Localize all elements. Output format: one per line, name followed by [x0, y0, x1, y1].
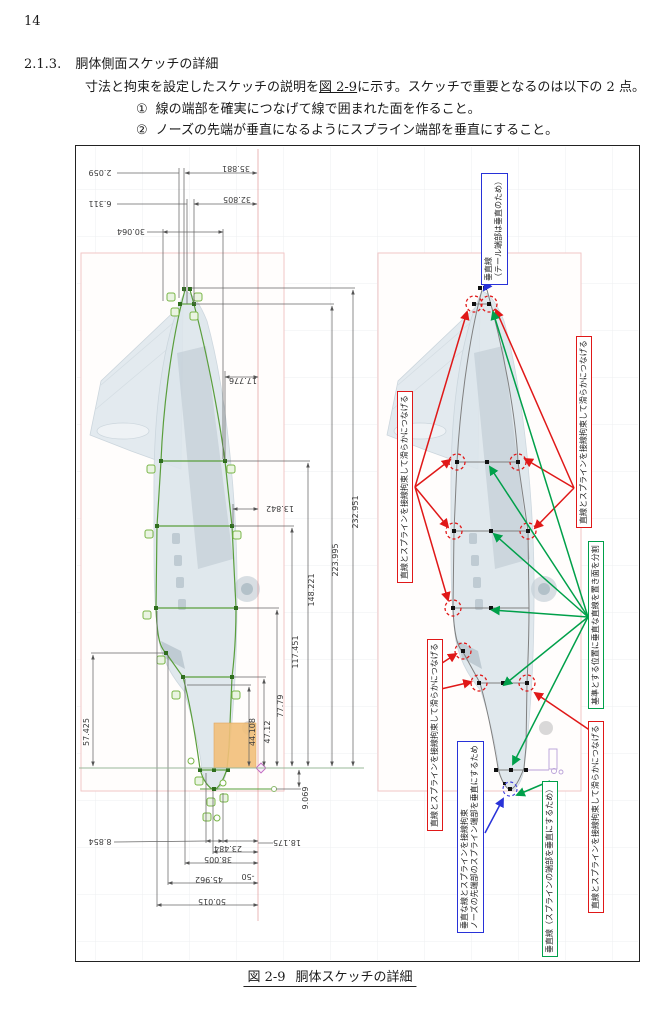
dim-label: 18.175	[273, 838, 301, 847]
dim-label: 45.962	[195, 875, 223, 884]
figure-reference-link[interactable]: 図 2-9	[319, 80, 358, 95]
emphasis-circles	[444, 295, 537, 692]
dim-label: 223.995	[331, 543, 340, 577]
dim-label: 13.842	[266, 504, 294, 513]
figure-caption-ref: 図 2-9	[247, 970, 286, 985]
dim-label: 17.776	[229, 376, 257, 385]
open-endpoint[interactable]	[271, 786, 277, 792]
green-arrows	[488, 310, 589, 797]
nose-construction	[528, 748, 564, 775]
dim-label: 35.881	[222, 164, 250, 173]
callout-reference-split: 基準とする位置に垂直な直線を置き面を分割	[588, 541, 605, 709]
dim-label: 47.12	[263, 720, 272, 744]
dim-label: 9.069	[301, 786, 310, 810]
constraint-glyphs	[142, 292, 242, 822]
figure-2-9	[75, 145, 640, 962]
dim-label: 117.451	[291, 635, 300, 669]
callout-tangent-lower-left: 直線とスプラインを接線拘束して滑らかにつなげる	[427, 639, 444, 831]
dim-label: 30.064	[117, 227, 145, 236]
page-number: 14	[24, 14, 41, 29]
callout-nose-tangent: 垂直な線とスプラインを接線拘束 ノーズの先端部のスプライン端部を垂直にするため	[457, 741, 484, 933]
callout-nose-vertical: 垂直線（スプラインの端部を垂直にするため）	[542, 780, 559, 957]
dim-label: 57.425	[82, 718, 91, 746]
dim-label: 6.311	[88, 199, 112, 208]
figure-caption-text: 胴体スケッチの詳細	[295, 970, 413, 985]
red-arrows	[414, 308, 592, 732]
dim-label: 44.108	[248, 718, 257, 746]
dim-label: 8.854	[88, 837, 112, 846]
callout-tangent-lower-right: 直線とスプラインを接線拘束して滑らかにつなげる	[588, 721, 605, 913]
dim-label: 232.951	[351, 495, 360, 529]
dimension-lines	[91, 168, 355, 907]
section-title: 胴体側面スケッチの詳細	[75, 57, 219, 72]
callout-tail-vertical: 垂直線 （テール端部は垂直のため）	[481, 173, 508, 285]
figure-caption: 図 2-9 胴体スケッチの詳細	[243, 966, 417, 987]
dim-label: 2.059	[88, 168, 112, 177]
dim-label: 148.221	[307, 573, 316, 607]
dim-label: 32.805	[223, 195, 251, 204]
dim-label: 77.79	[276, 694, 285, 718]
dim-label: 23.484	[214, 844, 242, 853]
dim-label: 38.005	[204, 855, 232, 864]
dim-label: -50	[241, 872, 255, 881]
intro-paragraph: 寸法と拘束を設定したスケッチの説明を図 2-9に示す。スケッチで重要となるのは以…	[85, 80, 645, 95]
callout-tangent-upper-left: 直線とスプラインを接線拘束して滑らかにつなげる	[397, 391, 414, 583]
callout-tangent-right: 直線とスプラインを接線拘束して滑らかにつなげる	[576, 336, 593, 528]
section-heading: 2.1.3. 胴体側面スケッチの詳細	[24, 53, 218, 72]
sketch-canvas	[77, 147, 638, 960]
dim-label: 50.015	[198, 897, 226, 906]
section-number: 2.1.3.	[24, 57, 62, 72]
